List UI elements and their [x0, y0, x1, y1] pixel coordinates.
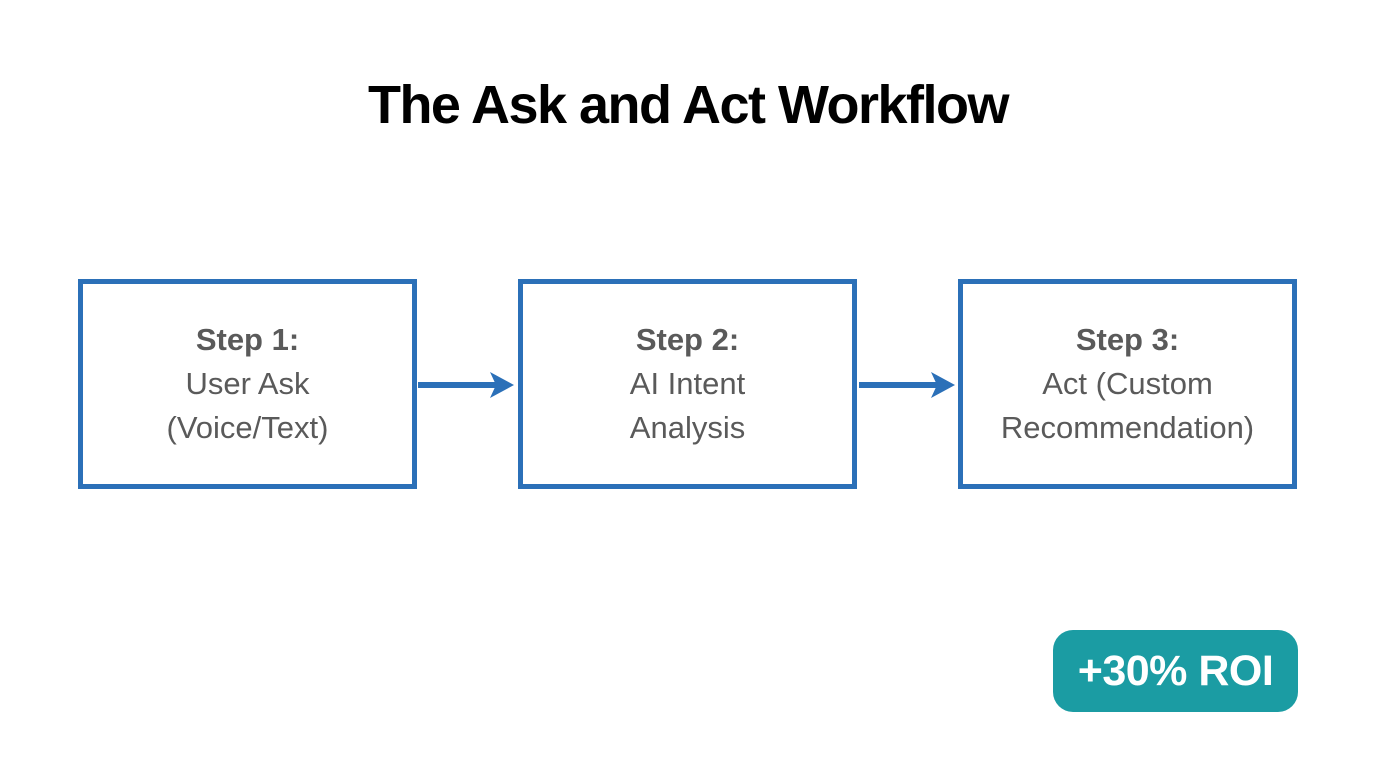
step-3-text-line-2: Recommendation) [1000, 410, 1255, 445]
step-3-label: Step 3: [1075, 322, 1180, 357]
step-1-label: Step 1: [195, 322, 300, 357]
step-box-3: Step 3: Act (Custom Recommendation) [958, 279, 1297, 489]
arrow-right-icon [859, 365, 957, 405]
roi-badge-label: +30% ROI [1077, 646, 1274, 695]
step-box-2: Step 2: AI Intent Analysis [518, 279, 857, 489]
step-2-text-line-1: AI Intent [629, 366, 746, 401]
step-1-text-line-1: User Ask [185, 366, 310, 401]
arrow-right-icon [418, 365, 516, 405]
roi-badge: +30% ROI [1053, 630, 1298, 712]
step-1-text-line-2: (Voice/Text) [166, 410, 329, 445]
page-title: The Ask and Act Workflow [367, 75, 1010, 135]
step-2-label: Step 2: [635, 322, 740, 357]
step-box-1: Step 1: User Ask (Voice/Text) [78, 279, 417, 489]
step-3-text-line-1: Act (Custom [1042, 366, 1213, 401]
step-2-text-line-2: Analysis [629, 410, 746, 445]
